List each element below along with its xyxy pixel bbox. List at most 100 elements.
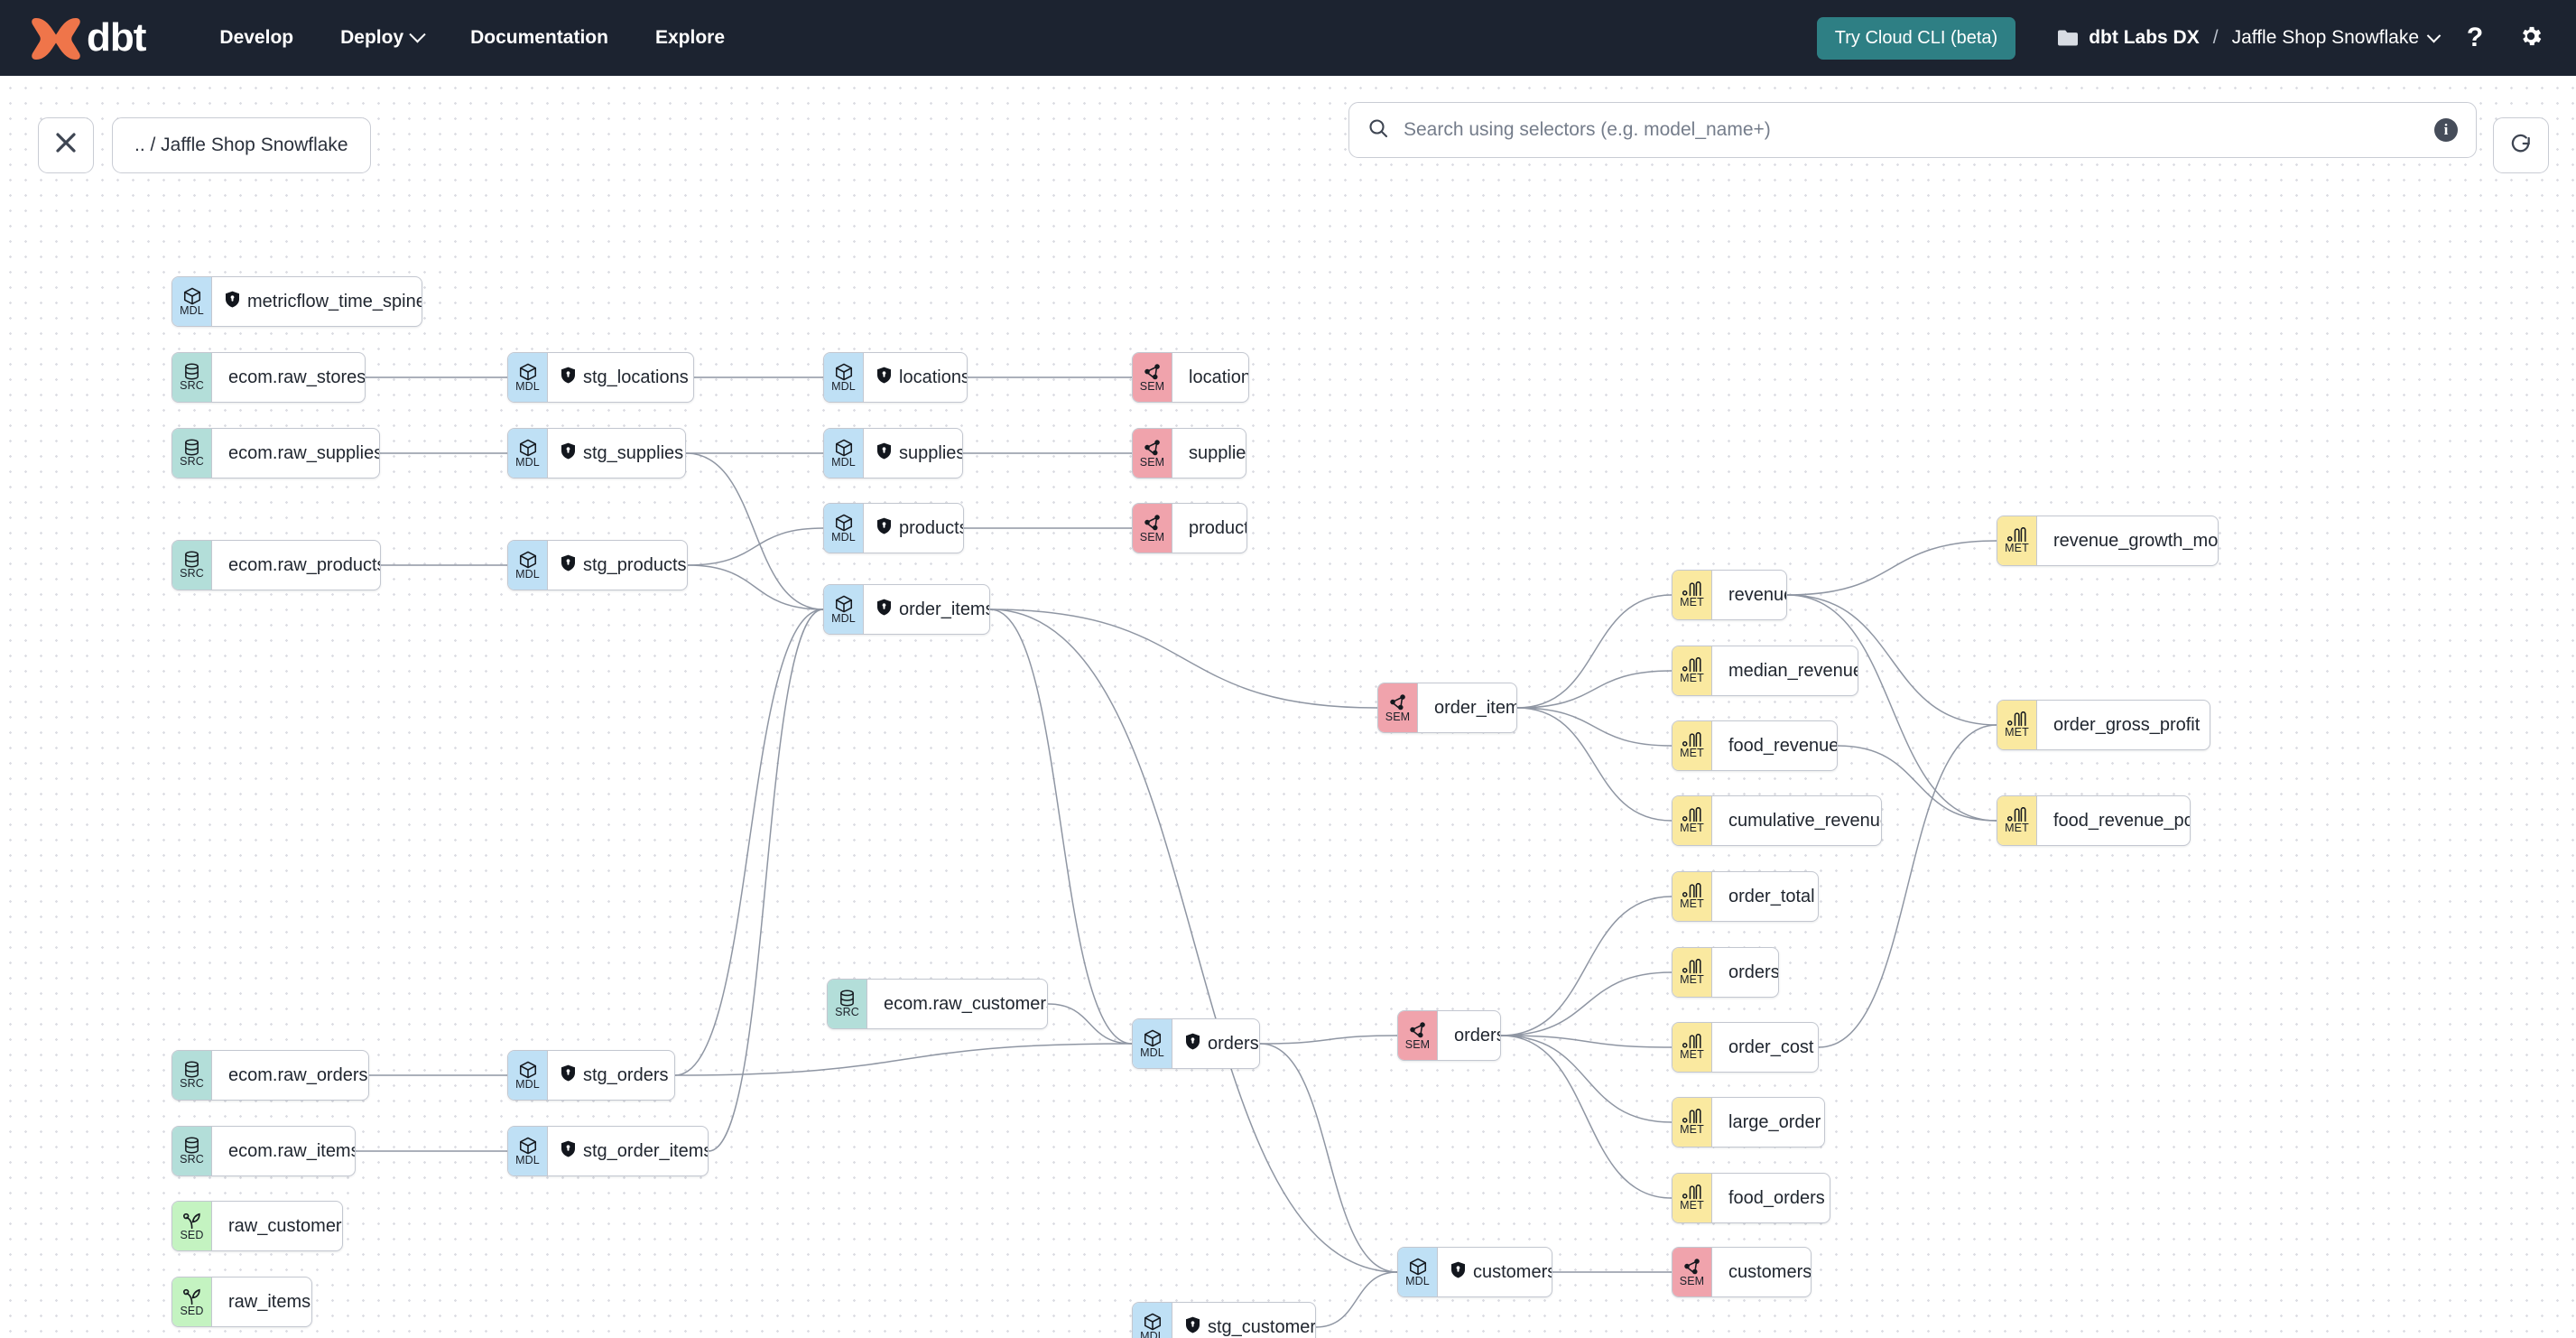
lineage-node-met_orders[interactable]: MET orders [1672,947,1779,998]
help-button[interactable]: ? [2455,18,2495,58]
settings-button[interactable] [2511,18,2551,58]
info-icon[interactable]: i [2434,118,2458,142]
lineage-node-met_revenue[interactable]: MET revenue [1672,570,1787,620]
nav-item-explore-label: Explore [654,27,725,48]
refresh-button[interactable] [2493,117,2549,173]
lineage-canvas[interactable]: .. / Jaffle Shop Snowflake i [0,76,2576,1338]
database-icon [182,1136,201,1154]
lineage-node-sed_raw_items[interactable]: SED raw_items [171,1277,312,1327]
lineage-node-stg_order_items[interactable]: MDL stg_order_items [507,1126,709,1176]
lineage-node-met_cumulative_revenue[interactable]: MET cumulative_revenue [1672,795,1882,846]
lineage-nodes: MDL metricflow_time_spine SRC ecom.raw_s… [0,76,2576,1338]
node-type-label: MDL [515,455,540,469]
lineage-node-sem_customers[interactable]: SEM customers [1672,1247,1812,1297]
dbt-logo[interactable]: dbt [31,14,146,61]
node-type-label: SEM [1139,530,1165,544]
lineage-node-sed_raw_customers[interactable]: SED raw_customers [171,1201,343,1251]
lineage-node-metricflow_time_spine[interactable]: MDL metricflow_time_spine [171,276,422,327]
node-label: locations [899,367,968,387]
lineage-node-stg_products[interactable]: MDL stg_products [507,540,688,590]
lineage-node-mdl_customers[interactable]: MDL customers [1397,1247,1552,1297]
node-type-badge-sem: SEM [1378,683,1418,732]
database-icon [182,550,201,568]
nav-item-develop[interactable]: Develop [196,18,317,58]
search-input[interactable] [1402,118,2434,142]
node-label-wrap: raw_items [212,1278,311,1326]
node-label-wrap: ecom.raw_items [212,1127,355,1175]
node-type-label: MET [1680,1122,1704,1136]
gear-icon [2518,23,2544,53]
lineage-node-met_food_orders[interactable]: MET food_orders [1672,1173,1830,1223]
lineage-node-mdl_supplies[interactable]: MDL supplies [823,428,963,479]
node-type-label: SRC [180,379,204,393]
lineage-node-sem_orders[interactable]: SEM orders [1397,1010,1501,1061]
lineage-node-met_order_gross_profit[interactable]: MET order_gross_profit [1997,700,2210,750]
project-breadcrumb[interactable]: dbt Labs DX / Jaffle Shop Snowflake [2057,27,2442,49]
node-type-label: SRC [180,455,204,469]
lineage-node-met_food_revenue[interactable]: MET food_revenue [1672,720,1838,771]
lineage-node-mdl_stg_customers[interactable]: MDL stg_customers [1132,1302,1316,1338]
lineage-node-src_raw_supplies[interactable]: SRC ecom.raw_supplies [171,428,380,479]
lineage-node-met_food_revenue_pct[interactable]: MET food_revenue_pct [1997,795,2191,846]
search-icon [1367,117,1389,144]
lineage-node-mdl_order_items[interactable]: MDL order_items [823,584,990,635]
node-type-badge-met: MET [1673,1023,1712,1072]
sprout-icon [182,1211,202,1230]
lineage-breadcrumb[interactable]: .. / Jaffle Shop Snowflake [112,117,371,173]
chevron-down-icon [2426,28,2442,42]
close-lineage-button[interactable] [38,117,94,173]
lineage-node-stg_supplies[interactable]: MDL stg_supplies [507,428,686,479]
lineage-node-src_raw_orders[interactable]: SRC ecom.raw_orders [171,1050,369,1101]
primary-nav: Develop Deploy Documentation Explore [196,18,748,58]
node-type-label: MDL [180,303,204,317]
database-icon [838,989,857,1007]
lineage-node-sem_locations[interactable]: SEM locations [1132,352,1249,403]
lineage-node-src_raw_products[interactable]: SRC ecom.raw_products [171,540,381,590]
node-label-wrap: food_revenue [1712,721,1837,770]
lineage-node-met_order_cost[interactable]: MET order_cost [1672,1022,1819,1073]
graph-nodes-icon [1408,1020,1428,1039]
lineage-node-stg_locations[interactable]: MDL stg_locations [507,352,694,403]
selector-search-box[interactable]: i [1348,102,2477,158]
node-type-label: MDL [831,530,856,544]
node-label: food_revenue_pct [2053,810,2191,831]
lineage-node-met_revenue_growth_mom[interactable]: MET revenue_growth_mom [1997,516,2219,566]
database-icon [182,438,201,456]
lineage-node-src_raw_items[interactable]: SRC ecom.raw_items [171,1126,356,1176]
lineage-node-mdl_locations[interactable]: MDL locations [823,352,968,403]
lineage-node-sem_products[interactable]: SEM products [1132,503,1247,553]
lineage-node-sem_supplies[interactable]: SEM supplies [1132,428,1246,479]
node-type-badge-mdl: MDL [508,1051,548,1100]
node-label-wrap: food_revenue_pct [2037,796,2191,845]
lineage-node-mdl_products[interactable]: MDL products [823,503,964,553]
lineage-node-met_order_total[interactable]: MET order_total [1672,871,1819,922]
lineage-node-met_large_order[interactable]: MET large_order [1672,1097,1825,1148]
lineage-node-stg_orders[interactable]: MDL stg_orders [507,1050,675,1101]
cube-icon [1408,1257,1428,1276]
lineage-node-sem_order_item[interactable]: SEM order_item [1377,683,1517,733]
node-type-label: SEM [1404,1037,1431,1051]
lineage-node-src_raw_stores[interactable]: SRC ecom.raw_stores [171,352,366,403]
node-type-badge-met: MET [1673,646,1712,695]
lineage-node-mdl_orders[interactable]: MDL orders [1132,1018,1260,1069]
nav-item-documentation[interactable]: Documentation [447,18,632,58]
node-type-label: MET [1680,1047,1704,1061]
node-label-wrap: order_items [864,585,989,634]
node-label: order_total [1728,886,1815,906]
account-name: dbt Labs DX [2089,27,2200,48]
lineage-node-met_median_revenue[interactable]: MET median_revenue [1672,646,1858,696]
try-cloud-cli-button[interactable]: Try Cloud CLI (beta) [1816,16,2016,60]
lineage-node-src_raw_customers[interactable]: SRC ecom.raw_customers [827,979,1048,1029]
node-type-badge-src: SRC [172,429,212,478]
node-label-wrap: revenue [1712,571,1786,619]
nav-item-deploy[interactable]: Deploy [317,18,447,58]
bar-chart-icon [1682,1184,1702,1200]
node-label: products [899,517,964,538]
node-type-label: MET [2005,821,2029,834]
crumb-separator: / [2212,27,2219,48]
node-label: order_cost [1728,1036,1814,1057]
node-label: cumulative_revenue [1728,810,1882,831]
node-type-badge-mdl: MDL [1398,1248,1438,1296]
nav-item-explore[interactable]: Explore [632,18,748,58]
graph-nodes-icon [1143,438,1163,457]
